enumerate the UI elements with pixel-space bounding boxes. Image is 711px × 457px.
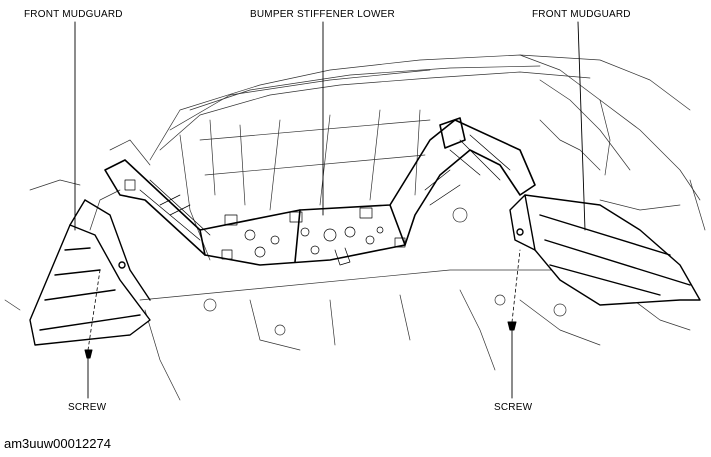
screw-right-label: SCREW <box>494 402 533 413</box>
bumper-stiffener-lower-part <box>104 117 536 266</box>
leader-lines <box>74 21 586 399</box>
vehicle-background-lines <box>4 54 706 401</box>
figure-code: am3uuw00012274 <box>4 436 111 451</box>
bumper-stiffener-lower-label: BUMPER STIFFENER LOWER <box>250 9 395 20</box>
left-screw-part <box>84 269 101 359</box>
right-screw-part <box>507 249 521 331</box>
screw-left-label: SCREW <box>68 402 107 413</box>
right-front-mudguard-part <box>509 194 701 306</box>
front-mudguard-left-label: FRONT MUDGUARD <box>24 9 123 20</box>
stiffener-lattice <box>124 134 511 266</box>
front-mudguard-right-label: FRONT MUDGUARD <box>532 9 631 20</box>
left-front-mudguard-part <box>29 199 151 346</box>
